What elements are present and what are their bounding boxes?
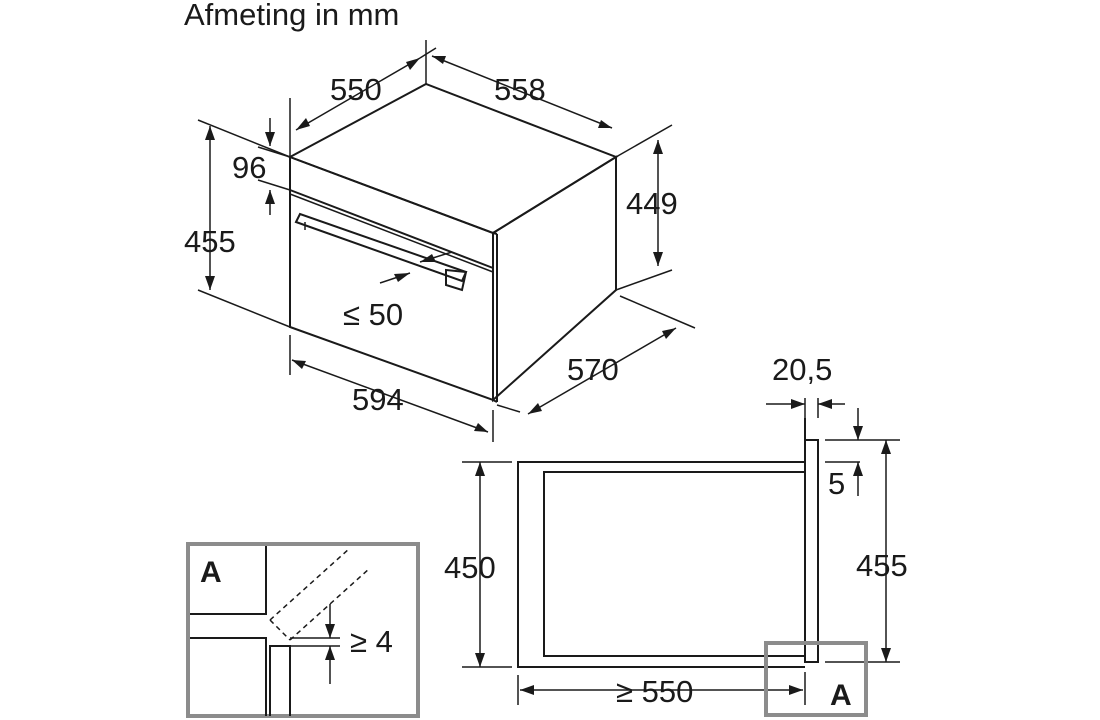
detail-a-frame bbox=[186, 542, 420, 718]
dim-455-side: 455 bbox=[856, 548, 908, 583]
dim-min-depth: ≥ 550 bbox=[616, 674, 693, 709]
page-title: Afmeting in mm bbox=[184, 0, 399, 32]
side-view-dimensions: 20,5 5 455 450 ≥ 550 A bbox=[444, 352, 908, 717]
detail-reference-label: A bbox=[830, 679, 852, 712]
dim-panel-thickness: 20,5 bbox=[772, 352, 832, 387]
door-handle bbox=[294, 212, 468, 292]
dim-top-offset: 5 bbox=[828, 466, 845, 501]
dim-570: 570 bbox=[567, 352, 619, 387]
oven-dimensions: 550 558 449 455 96 ≤ 50 bbox=[184, 40, 696, 442]
dim-594: 594 bbox=[352, 382, 404, 417]
dim-449: 449 bbox=[626, 186, 678, 221]
dim-min-gap: ≥ 4 bbox=[350, 624, 393, 659]
dim-handle-projection: ≤ 50 bbox=[343, 297, 403, 332]
dim-455-front: 455 bbox=[184, 224, 236, 259]
detail-reference-box bbox=[764, 641, 868, 717]
front-panel bbox=[804, 439, 819, 663]
dim-558: 558 bbox=[494, 72, 546, 107]
dim-96: 96 bbox=[232, 150, 266, 185]
detail-a-view: A ≥ 4 bbox=[186, 542, 420, 718]
side-section-view bbox=[517, 418, 819, 668]
dim-550-top: 550 bbox=[330, 72, 382, 107]
control-panel-edge bbox=[289, 189, 494, 269]
dim-450: 450 bbox=[444, 550, 496, 585]
detail-a-label: A bbox=[200, 556, 222, 589]
